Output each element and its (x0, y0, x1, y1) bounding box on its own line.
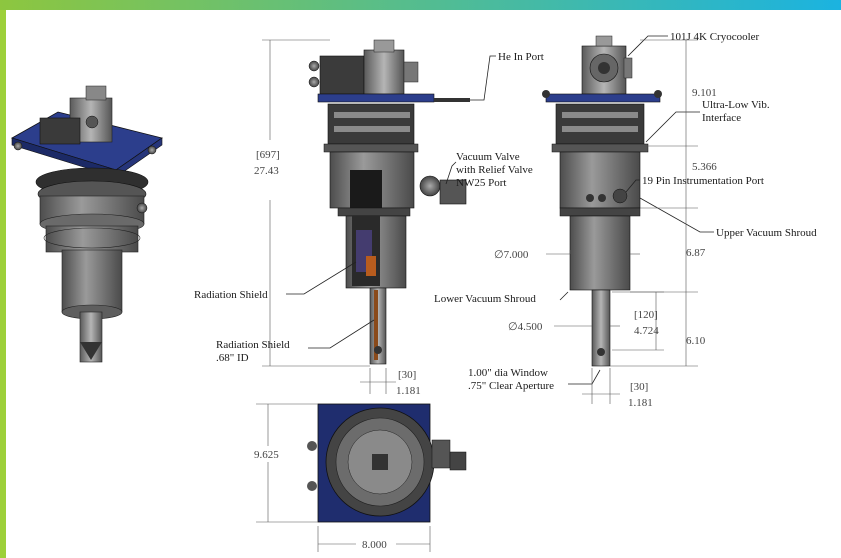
window-label-line2: .75" Clear Aperture (468, 380, 554, 392)
right-dim-1181: 1.181 (628, 397, 653, 409)
radiation-shield-id-label-line2: .68" ID (216, 352, 249, 364)
cryocooler-label: 101J 4K Cryocooler (670, 31, 760, 43)
ulv-interface-label-line2: Interface (702, 112, 741, 124)
left-dim-1181: 1.181 (396, 385, 421, 397)
dim-9625: 9.625 (254, 449, 279, 461)
dim-5366: 5.366 (692, 161, 717, 173)
dim-9101: 9.101 (692, 87, 717, 99)
radiation-shield-id-label-line1: Radiation Shield (216, 339, 290, 351)
dim-4724: 4.724 (634, 325, 659, 337)
right-dim-30-mm: [30] (630, 381, 648, 393)
lower-shroud-label: Lower Vacuum Shroud (434, 293, 536, 305)
vacuum-valve-label-line3: NW25 Port (456, 177, 506, 189)
vacuum-valve-label-line1: Vacuum Valve (456, 151, 520, 163)
height-in-dim: 27.43 (254, 165, 279, 177)
isometric-view (10, 85, 163, 363)
left-accent-bar (0, 10, 6, 558)
top-gradient-bar (0, 0, 841, 10)
dim-610: 6.10 (686, 335, 706, 347)
vacuum-valve-label-line2: with Relief Valve (456, 164, 533, 176)
dim-dia-7000: ∅7.000 (494, 249, 529, 261)
leader-lines (286, 35, 714, 385)
dim-8000: 8.000 (362, 539, 387, 551)
dim-dia-4500: ∅4.500 (508, 321, 543, 333)
he-in-port-label: He In Port (498, 51, 544, 63)
dim-687: 6.87 (686, 247, 706, 259)
ulv-interface-label-line1: Ultra-Low Vib. (702, 99, 770, 111)
front-view (308, 39, 470, 365)
height-mm-dim: [697] (256, 149, 280, 161)
instrumentation-port-label: 19 Pin Instrumentation Port (642, 175, 764, 187)
side-view (542, 35, 662, 367)
top-view (307, 403, 467, 523)
radiation-shield-label: Radiation Shield (194, 289, 268, 301)
dim-120-mm: [120] (634, 309, 658, 321)
dimension-lines (256, 39, 698, 552)
upper-shroud-label: Upper Vacuum Shroud (716, 227, 817, 239)
window-label-line1: 1.00" dia Window (468, 367, 548, 379)
left-dim-30-mm: [30] (398, 369, 416, 381)
